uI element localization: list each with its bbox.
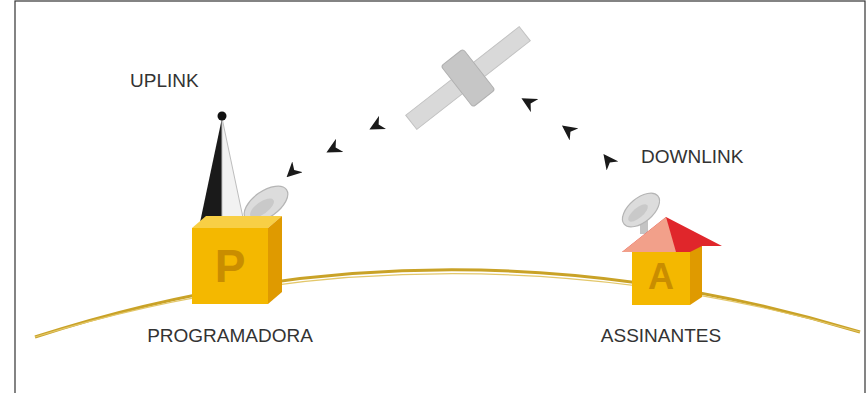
house-roof-shade — [622, 217, 676, 252]
building-letter: P — [192, 228, 268, 304]
building-letter: A — [632, 249, 690, 305]
satellite — [395, 13, 540, 143]
programmer-building: PPROGRAMADORA — [192, 228, 268, 304]
subscriber-building: AASSINANTES — [632, 249, 690, 305]
cube-side — [268, 216, 282, 304]
link-label: DOWNLINK — [641, 146, 743, 168]
frame-border — [15, 1, 865, 393]
uplink-tower — [198, 112, 246, 233]
building-caption: ASSINANTES — [580, 325, 742, 347]
house-roof — [622, 217, 722, 252]
building-caption: PROGRAMADORA — [122, 325, 338, 347]
cube-top — [192, 216, 282, 228]
link-label: UPLINK — [130, 70, 199, 92]
cube-front — [192, 228, 268, 304]
house-front — [632, 249, 690, 305]
